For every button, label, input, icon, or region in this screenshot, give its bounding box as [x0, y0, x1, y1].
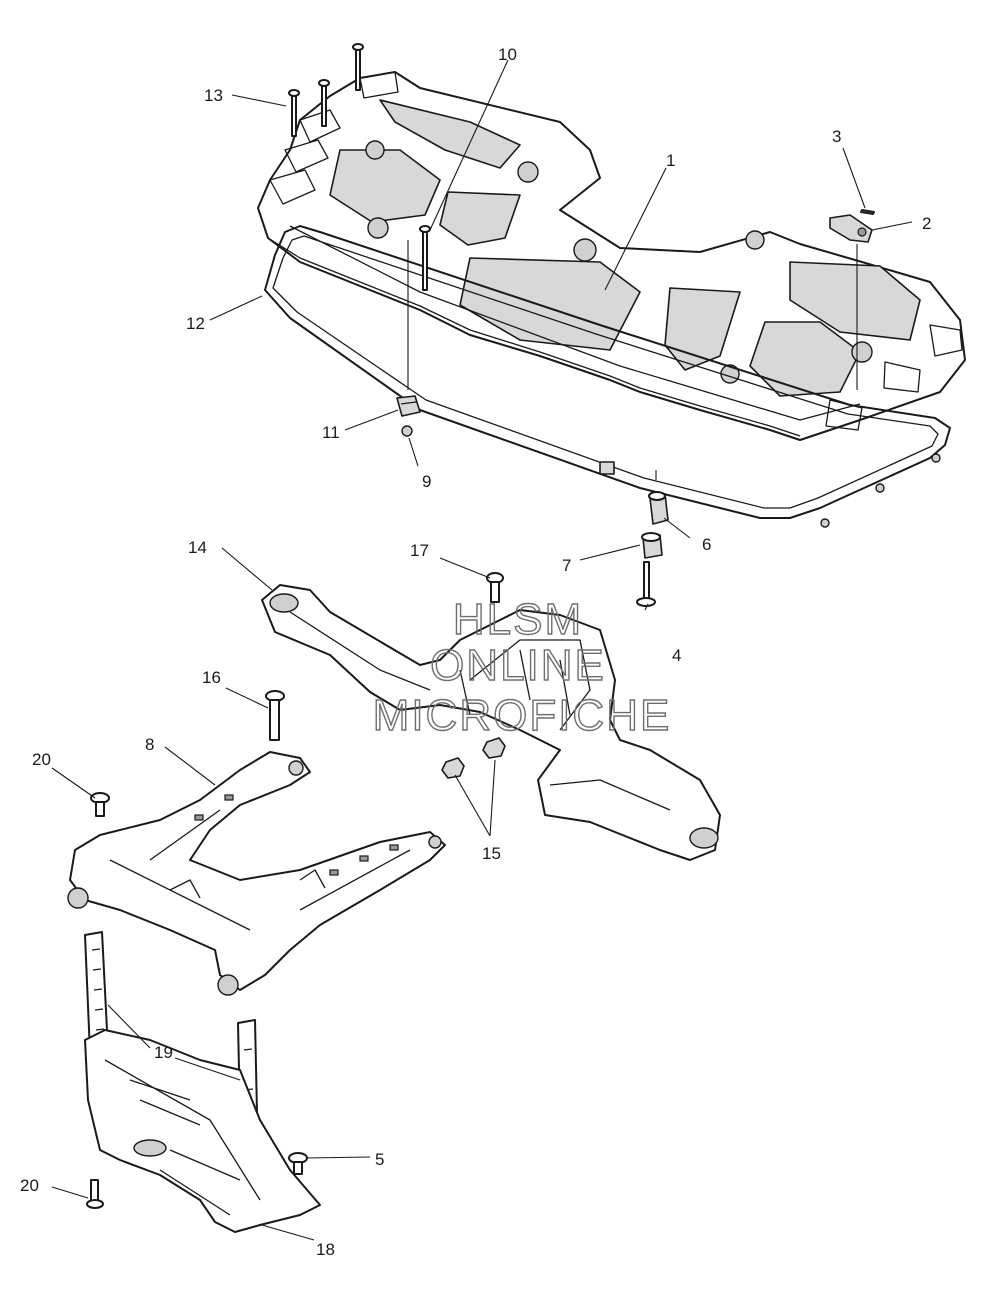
spacer-part-7 [641, 532, 663, 559]
clip-part-11 [396, 395, 421, 417]
subframe-part-8 [67, 751, 446, 996]
watermark: HLSM ONLINE MICROFICHE [372, 594, 672, 740]
callout-20-lower: 20 [20, 1176, 39, 1195]
watermark-line-3: MICROFICHE [373, 691, 672, 740]
callout-6: 6 [702, 535, 711, 554]
screw-part-10 [419, 225, 431, 291]
rear-rack-part-1 [257, 71, 966, 441]
callout-labels: 1 2 3 4 5 6 7 8 9 10 11 12 13 14 15 16 1… [20, 45, 931, 1259]
bolt-part-4 [636, 561, 656, 607]
callout-8: 8 [145, 735, 154, 754]
bolt-part-20-lower [86, 1179, 104, 1209]
screws-part-13 [288, 43, 364, 137]
callout-20-upper: 20 [32, 750, 51, 769]
callout-12: 12 [186, 314, 205, 333]
callout-11: 11 [322, 423, 340, 442]
bracket-part-14 [261, 584, 721, 861]
bolt-part-17 [486, 572, 504, 603]
callout-14: 14 [188, 538, 207, 557]
bolt-part-20-upper [90, 792, 110, 817]
callout-17: 17 [410, 541, 429, 560]
callout-2: 2 [922, 214, 931, 233]
callout-13: 13 [204, 86, 223, 105]
callout-15: 15 [482, 844, 501, 863]
leader-lines [51, 59, 913, 1241]
callout-16: 16 [202, 668, 221, 687]
nuts-part-15 [441, 737, 506, 779]
grommet-part-6 [648, 491, 669, 525]
latch-part-2 [829, 214, 873, 243]
callout-4: 4 [672, 646, 681, 665]
rack-support-frame-part-12 [264, 225, 951, 528]
callout-5: 5 [375, 1150, 384, 1169]
callout-18: 18 [316, 1240, 335, 1259]
callout-9: 9 [422, 472, 431, 491]
callout-10: 10 [498, 45, 517, 64]
skid-plate-part-18 [84, 1029, 321, 1233]
callout-7: 7 [562, 556, 571, 575]
nut-part-9 [401, 425, 413, 437]
callout-3: 3 [832, 127, 841, 146]
callout-1: 1 [666, 151, 675, 170]
watermark-line-2: ONLINE [430, 641, 606, 690]
pin-part-3 [860, 209, 875, 215]
watermark-line-1: HLSM [453, 595, 583, 644]
bolt-part-16 [265, 690, 285, 741]
callout-19: 19 [154, 1043, 173, 1062]
